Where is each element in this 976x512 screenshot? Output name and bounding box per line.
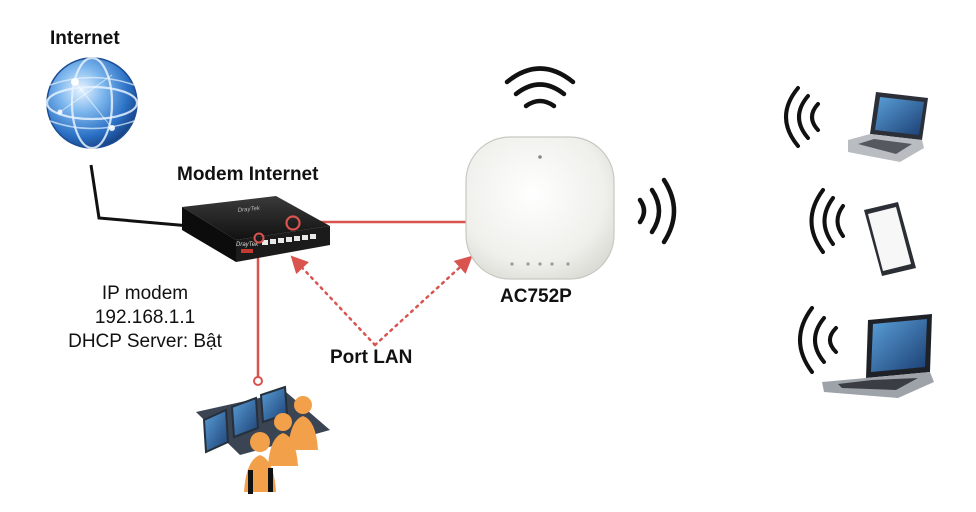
globe-icon [45,56,139,150]
modem-label: Modem Internet [177,164,319,185]
smartphone-icon [864,202,916,276]
dhcp-label: DHCP Server: Bật [68,331,222,352]
ip-address-label: 192.168.1.1 [94,307,196,328]
port-lan-label: Port LAN [330,347,413,368]
ip-modem-label: IP modem [101,283,189,304]
wifi-waves-up-icon [504,66,576,109]
router-lan-port-marker-2 [253,232,265,244]
wan-cable [89,164,191,228]
router-top-brand-text: DrayTek [238,206,262,214]
workstation-users-icon [196,385,330,494]
access-point-label: AC752P [500,286,572,307]
port-lan-arrow-ap [373,255,473,347]
client-wifi-waves [784,86,845,374]
router-lan-port-marker [285,215,301,231]
router-brand-text: DrayTek [236,242,259,248]
laptop-icon [848,92,928,162]
access-point-icon [465,136,615,280]
internet-label: Internet [50,28,120,49]
wifi-waves-right-icon [637,177,677,245]
port-lan-arrow-router [290,255,377,347]
router-icon: DrayTek DrayTek [182,196,330,262]
laptop-icon [822,314,934,398]
